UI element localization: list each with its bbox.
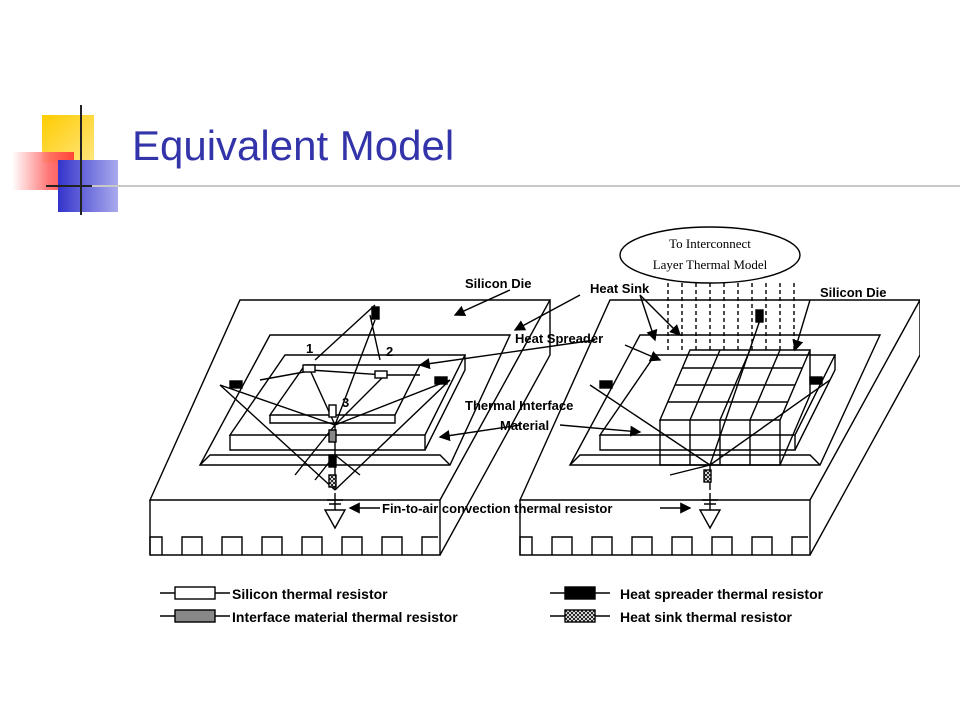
silicon-die-left-label: Silicon Die bbox=[465, 276, 531, 291]
interconnect-label-2: Layer Thermal Model bbox=[653, 257, 768, 272]
legend-symbol-hatched-box bbox=[564, 609, 596, 623]
legend-item-interface bbox=[160, 609, 230, 623]
page-title: Equivalent Model bbox=[132, 122, 455, 169]
right-package bbox=[518, 280, 920, 556]
convection-label: Fin-to-air convection thermal resistor bbox=[382, 501, 612, 516]
legend-label-spreader: Heat spreader thermal resistor bbox=[620, 586, 824, 602]
legend-item-silicon bbox=[160, 586, 230, 600]
legend-label-interface: Interface material thermal resistor bbox=[232, 609, 458, 625]
thermal-model-diagram: To Interconnect Layer Thermal Model Sili… bbox=[148, 226, 920, 625]
interconnect-label-1: To Interconnect bbox=[669, 236, 751, 251]
tim-label-1: Thermal Interface bbox=[465, 398, 573, 413]
node-1-label: 1 bbox=[306, 341, 313, 356]
legend bbox=[160, 586, 610, 623]
heat-sink-label: Heat Sink bbox=[590, 281, 650, 296]
title-decoration bbox=[12, 105, 960, 215]
node-3-label: 3 bbox=[342, 395, 349, 410]
heat-spreader-label: Heat Spreader bbox=[515, 331, 603, 346]
legend-symbol-black-box bbox=[564, 586, 596, 600]
legend-item-spreader bbox=[550, 586, 610, 600]
legend-label-silicon: Silicon thermal resistor bbox=[232, 586, 388, 602]
tim-label-2: Material bbox=[500, 418, 549, 433]
left-package bbox=[148, 299, 552, 556]
silicon-die-right-label: Silicon Die bbox=[820, 285, 886, 300]
legend-symbol-white-box bbox=[174, 586, 216, 600]
legend-item-sink bbox=[550, 609, 610, 623]
legend-label-sink: Heat sink thermal resistor bbox=[620, 609, 793, 625]
legend-symbol-gray-box bbox=[174, 609, 216, 623]
node-2-label: 2 bbox=[386, 344, 393, 359]
interconnect-ellipse bbox=[619, 226, 801, 284]
